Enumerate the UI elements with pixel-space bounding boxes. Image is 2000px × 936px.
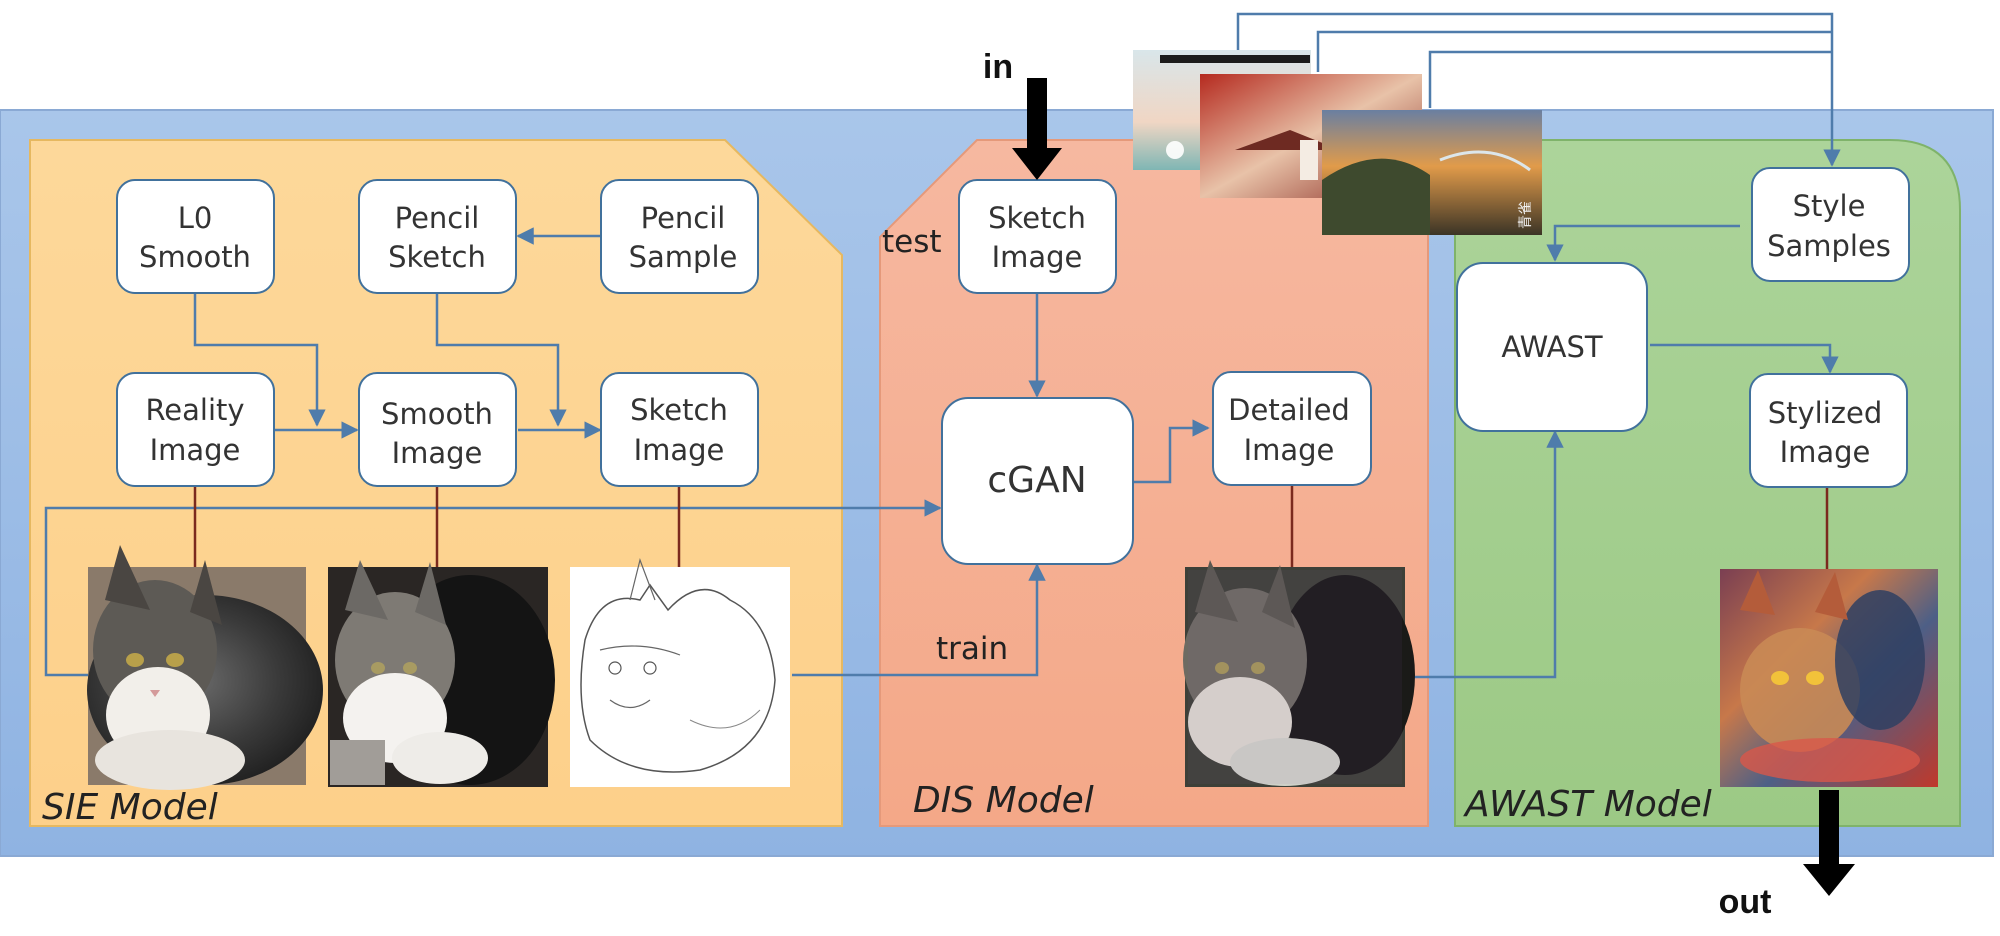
art-sample-3: 青雀 <box>1322 110 1542 235</box>
svg-text:Sketch: Sketch <box>630 393 728 427</box>
edge-art-style-3 <box>1428 50 1832 108</box>
edge-sketch-cgan-train <box>792 563 1046 677</box>
svg-text:Detailed: Detailed <box>1228 393 1350 427</box>
sie-model-label: SIE Model <box>42 787 218 828</box>
svg-text:Image: Image <box>1244 433 1335 467</box>
svg-text:Image: Image <box>150 433 241 467</box>
node-style-samples: Style Samples <box>1751 167 1910 282</box>
node-pencil-sketch: Pencil Sketch <box>358 179 517 294</box>
reality-cat-photo <box>87 545 323 790</box>
smooth-cat-image <box>328 560 555 787</box>
node-sketch-image-dis: Sketch Image <box>958 179 1117 294</box>
node-awast: AWAST <box>1456 262 1648 432</box>
train-label: train <box>936 631 1008 667</box>
svg-text:cGAN: cGAN <box>987 460 1086 501</box>
node-cgan: cGAN <box>941 397 1134 565</box>
node-sketch-image-sie: Sketch Image <box>600 372 759 487</box>
svg-text:Image: Image <box>1780 435 1871 469</box>
awast-model-label: AWAST Model <box>1463 784 1712 825</box>
in-arrow <box>1012 78 1062 180</box>
node-pencil-sample: Pencil Sample <box>600 179 759 294</box>
dis-model-label: DIS Model <box>913 780 1094 821</box>
svg-text:AWAST: AWAST <box>1501 330 1603 364</box>
svg-text:Pencil: Pencil <box>395 201 480 235</box>
edge-art-style-2 <box>1316 30 1832 72</box>
svg-text:Sketch: Sketch <box>388 240 486 274</box>
svg-text:Image: Image <box>992 240 1083 274</box>
edge-art-style-1 <box>1236 12 1841 167</box>
node-reality-image: Reality Image <box>116 372 275 487</box>
node-l0-smooth: L0 Smooth <box>116 179 275 294</box>
svg-text:Sample: Sample <box>629 240 738 274</box>
out-arrow <box>1803 790 1855 896</box>
edge-l0-smooth <box>193 293 326 427</box>
detailed-cat-image <box>1183 560 1415 787</box>
svg-text:Style: Style <box>1793 189 1866 223</box>
edge-reality-cgan <box>44 499 942 677</box>
svg-text:Reality: Reality <box>145 393 244 427</box>
node-detailed-image: Detailed Image <box>1212 371 1372 486</box>
svg-text:Smooth: Smooth <box>381 397 493 431</box>
svg-text:Samples: Samples <box>1767 229 1891 263</box>
node-smooth-image: Smooth Image <box>358 372 517 487</box>
edge-style-awast <box>1546 224 1740 262</box>
node-stylized-image: Stylized Image <box>1749 373 1908 488</box>
svg-text:Stylized: Stylized <box>1768 396 1883 430</box>
svg-text:L0: L0 <box>178 201 213 235</box>
art-watermark: 青雀 <box>1518 201 1534 229</box>
edge-cgan-detailed <box>1134 419 1210 484</box>
svg-text:Pencil: Pencil <box>641 201 726 235</box>
edge-detailed-awast <box>1405 430 1564 679</box>
svg-text:Image: Image <box>634 433 725 467</box>
svg-text:Sketch: Sketch <box>988 201 1086 235</box>
svg-text:Image: Image <box>392 436 483 470</box>
out-label: out <box>1719 883 1772 921</box>
svg-text:Smooth: Smooth <box>139 240 251 274</box>
stylized-cat-image <box>1720 569 1938 787</box>
edge-pencilsketch-sketch <box>435 293 567 427</box>
in-label: in <box>983 48 1013 86</box>
sketch-cat-image <box>570 557 790 787</box>
test-label: test <box>882 224 942 260</box>
edge-awast-stylized <box>1650 343 1839 374</box>
